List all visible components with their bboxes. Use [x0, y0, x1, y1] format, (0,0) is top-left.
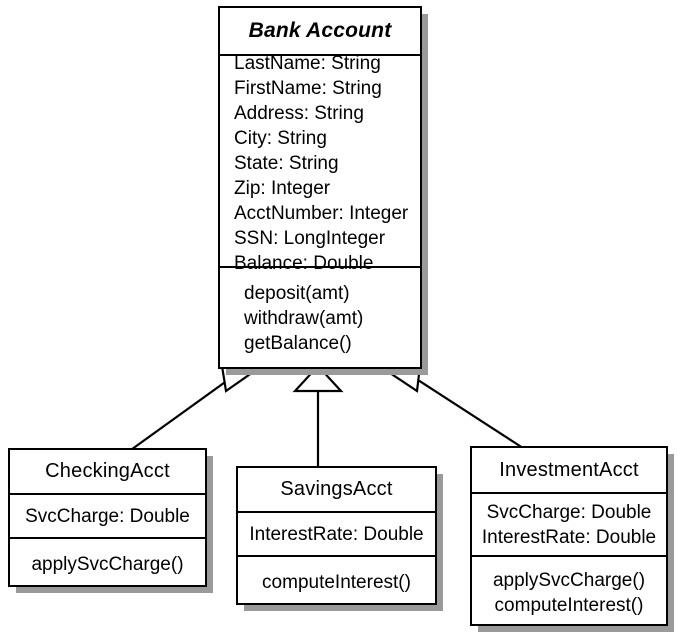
class-name-bank-account: Bank Account [248, 19, 392, 42]
class-box-checking-acct[interactable]: CheckingAcct SvcCharge: Double applySvcC… [8, 448, 207, 587]
method-item: withdraw(amt) [244, 308, 364, 329]
attributes-compartment: SvcCharge: Double InterestRate: Double [472, 492, 666, 555]
method-item: computeInterest() [494, 594, 644, 616]
generalization-arrowhead-right [384, 364, 422, 393]
method-item: deposit(amt) [244, 283, 350, 304]
attribute-item: Zip: Integer [234, 177, 331, 199]
methods-compartment: deposit(amt) withdraw(amt) getBalance() [220, 266, 420, 367]
generalization-arrowhead-middle [292, 364, 344, 393]
method-item: computeInterest() [262, 571, 411, 593]
class-name-compartment: Bank Account [220, 8, 420, 54]
method-item: applySvcCharge() [492, 569, 646, 591]
attribute-item: InterestRate: Double [249, 523, 424, 545]
attribute-item: State: String [234, 152, 339, 174]
attribute-item: AcctNumber: Integer [234, 202, 409, 224]
methods-compartment: applySvcCharge() computeInterest() [472, 555, 666, 628]
generalization-savings-to-bank [292, 364, 344, 466]
generalization-checking-to-bank [127, 364, 259, 453]
methods-compartment: computeInterest() [238, 555, 435, 607]
attributes-compartment: SvcCharge: Double [10, 493, 205, 537]
attribute-item: InterestRate: Double [481, 526, 657, 548]
attribute-item: City: String [234, 127, 327, 149]
class-name-compartment: SavingsAcct [238, 468, 435, 511]
class-name-investment-acct: InvestmentAcct [499, 458, 639, 481]
methods-compartment: applySvcCharge() [10, 537, 205, 589]
method-item: getBalance() [244, 333, 352, 354]
method-list-savings-acct: computeInterest() [238, 570, 435, 595]
attribute-list-bank-account: LastName: String FirstName: String Addre… [220, 51, 420, 276]
class-name-compartment: InvestmentAcct [472, 448, 666, 492]
attribute-item: SvcCharge: Double [486, 501, 652, 523]
method-item: applySvcCharge() [31, 553, 184, 575]
generalization-investment-to-bank [384, 364, 524, 449]
attribute-list-checking-acct: SvcCharge: Double [10, 504, 205, 529]
attribute-list-investment-acct: SvcCharge: Double InterestRate: Double [472, 500, 666, 550]
generalization-arrowhead-left [220, 364, 259, 393]
attribute-item: SSN: LongInteger [234, 227, 386, 249]
class-name-compartment: CheckingAcct [10, 450, 205, 493]
attribute-item: Balance: Double [234, 252, 374, 274]
attribute-list-savings-acct: InterestRate: Double [238, 522, 435, 547]
class-box-investment-acct[interactable]: InvestmentAcct SvcCharge: Double Interes… [470, 446, 668, 626]
attribute-item: SvcCharge: Double [25, 505, 190, 527]
method-list-bank-account: deposit(amt) withdraw(amt) getBalance() [220, 281, 420, 356]
class-name-savings-acct: SavingsAcct [280, 478, 393, 500]
attribute-item: LastName: String [234, 52, 381, 74]
class-box-bank-account[interactable]: Bank Account LastName: String FirstName:… [218, 6, 422, 369]
attribute-item: Address: String [234, 102, 364, 124]
class-box-savings-acct[interactable]: SavingsAcct InterestRate: Double compute… [236, 466, 437, 605]
class-name-checking-acct: CheckingAcct [45, 460, 170, 482]
method-list-checking-acct: applySvcCharge() [10, 552, 205, 577]
attribute-item: FirstName: String [234, 77, 382, 99]
method-list-investment-acct: applySvcCharge() computeInterest() [472, 568, 666, 618]
attributes-compartment: InterestRate: Double [238, 511, 435, 555]
attributes-compartment: LastName: String FirstName: String Addre… [220, 53, 420, 274]
